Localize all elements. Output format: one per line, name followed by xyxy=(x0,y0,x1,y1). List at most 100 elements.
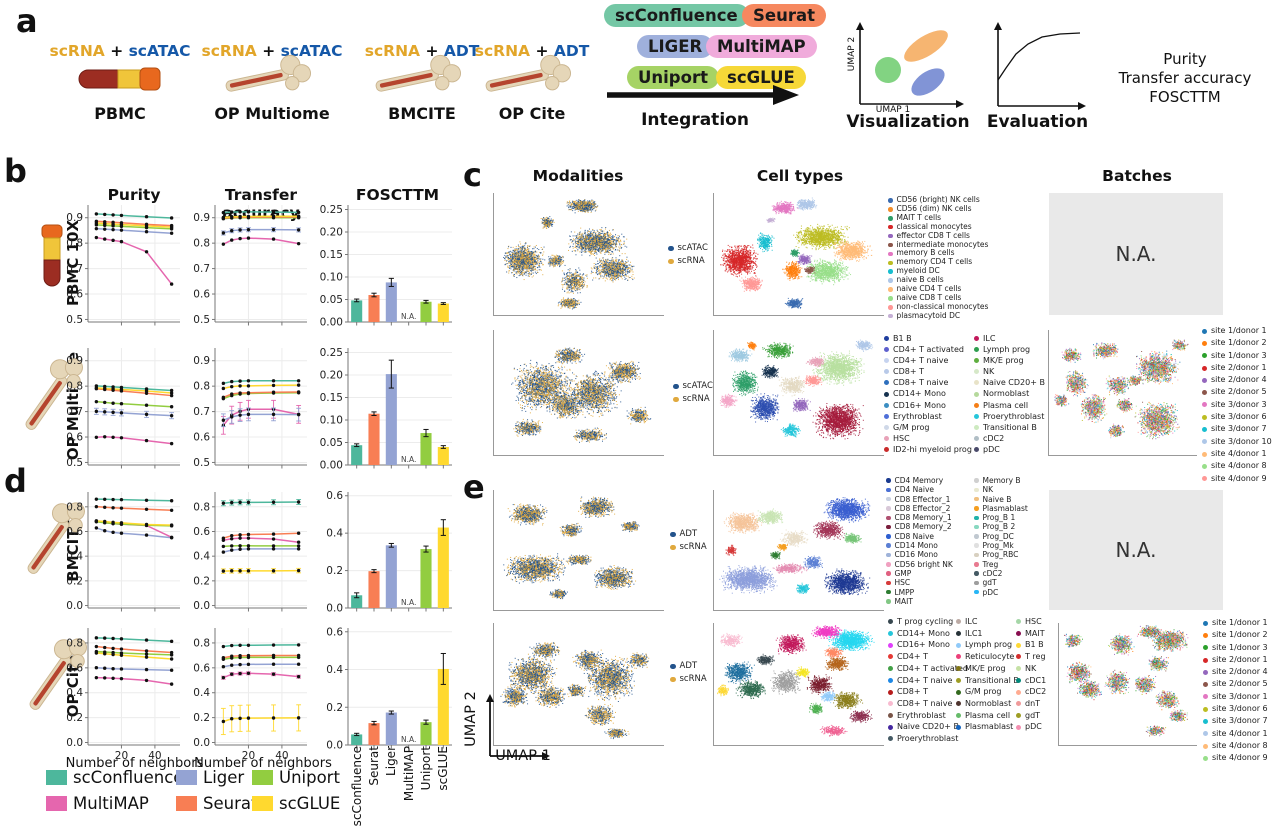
bar-category-label-multimap: MultiMAP xyxy=(401,746,416,802)
legend-item: plasmacytoid DC xyxy=(888,311,988,321)
legend-label: Normoblast xyxy=(983,389,1030,399)
legend-label: Proerythroblast xyxy=(983,411,1045,421)
bone-icon xyxy=(10,342,100,445)
legend-dot-icon xyxy=(673,396,679,403)
legend-label: memory CD4 T cells xyxy=(896,257,973,267)
legend-label: MAIT xyxy=(1025,628,1045,638)
panel-b-label: b xyxy=(4,152,27,190)
svg-text:0.9: 0.9 xyxy=(193,355,210,367)
legend-label: Lymph prog xyxy=(965,640,1013,650)
svg-text:N.A.: N.A. xyxy=(401,735,416,744)
legend-dot-icon xyxy=(974,347,979,353)
bmcite-celltypes-umap xyxy=(713,490,884,611)
legend-dot-icon xyxy=(886,543,891,548)
legend-dot-icon xyxy=(1203,657,1208,663)
legend-label: MultiMAP xyxy=(73,794,149,813)
legend-dot-icon xyxy=(974,478,979,483)
legend-label: cDC2 xyxy=(982,568,1003,578)
legend-dot-icon xyxy=(1202,340,1207,346)
legend-dot-icon xyxy=(673,383,679,390)
legend-dot-icon xyxy=(886,534,891,539)
legend-dot-icon xyxy=(974,562,979,567)
legend-item: CD16+ Mono xyxy=(888,639,968,651)
legend-label: Erythroblast xyxy=(897,710,946,720)
legend-dot-icon xyxy=(670,531,676,538)
legend-item: T reg xyxy=(1016,651,1046,663)
svg-text:0.8: 0.8 xyxy=(193,238,210,250)
metric-transfer: Transfer accuracy xyxy=(1118,69,1252,87)
legend-label: naive CD4 T cells xyxy=(896,284,962,294)
legend-item: B1 B xyxy=(884,333,972,344)
legend-dot-icon xyxy=(1016,666,1021,672)
bone-icon xyxy=(218,49,321,112)
umap-axes-arrows xyxy=(486,694,550,760)
svg-text:0.0: 0.0 xyxy=(66,600,83,612)
svg-text:20: 20 xyxy=(115,750,128,762)
legend-dot-icon xyxy=(1202,439,1207,445)
panel-e-label: e xyxy=(463,468,485,506)
legend-label: Uniport xyxy=(279,768,340,787)
svg-text:0.6: 0.6 xyxy=(193,289,210,301)
legend-item: naive CD4 T cells xyxy=(888,284,988,294)
legend-label: scRNA xyxy=(677,256,705,266)
legend-swatch-icon xyxy=(46,796,67,811)
legend-dot-icon xyxy=(884,358,889,364)
legend-label: CD8+ T naive xyxy=(897,698,953,708)
legend-label: CD56 (dim) NK cells xyxy=(896,203,972,213)
legend-label: cDC1 xyxy=(1025,675,1047,685)
pbmc-modalities-umap xyxy=(493,193,664,316)
legend-item: naive CD8 T cells xyxy=(888,293,988,303)
legend-item: pDC xyxy=(1016,721,1046,733)
x-axis-title-transfer: Number of neighbors xyxy=(194,756,332,771)
legend-label: ID2-hi myeloid prog xyxy=(893,444,972,454)
svg-text:20: 20 xyxy=(242,750,255,762)
legend-item: Proerythroblast xyxy=(888,733,968,745)
legend-dot-icon xyxy=(974,369,979,375)
legend-dot-icon xyxy=(956,619,961,625)
legend-item: site 3/donor 1 xyxy=(1203,691,1268,703)
method-legend-item-scconfluence: scConfluence xyxy=(46,768,183,787)
svg-text:0.0: 0.0 xyxy=(193,600,210,612)
legend-item: cDC1 xyxy=(1016,675,1046,687)
legend-item: site 4/donor 1 xyxy=(1203,728,1268,740)
header-cell-types: Cell types xyxy=(756,167,844,185)
evaluation-sketch xyxy=(994,22,1086,110)
legend-dot-icon xyxy=(1202,427,1207,433)
legend-item: CD16 Mono xyxy=(886,550,953,559)
legend-item: effector CD8 T cells xyxy=(888,231,988,241)
legend-dot-icon xyxy=(1203,645,1208,651)
legend-item: Treg xyxy=(974,560,1028,569)
legend-item: non-classical monocytes xyxy=(888,302,988,312)
legend-item: site 2/donor 5 xyxy=(1202,386,1272,398)
legend-item: ID2-hi myeloid prog xyxy=(884,444,972,455)
pbmc-celltypes-umap xyxy=(713,193,884,316)
legend-label: site 2/donor 4 xyxy=(1212,667,1268,677)
legend-item: site 2/donor 1 xyxy=(1203,654,1268,666)
legend-item: LMPP xyxy=(886,588,953,597)
svg-text:0.0: 0.0 xyxy=(326,740,343,752)
legend-label: B1 B xyxy=(1025,640,1044,650)
legend-label: site 2/donor 5 xyxy=(1212,679,1268,689)
blood-tube-icon xyxy=(78,66,162,96)
legend-item: CD14+ Mono xyxy=(888,628,968,640)
legend-label: CD8+ T xyxy=(897,687,928,697)
legend-label: CD16+ Mono xyxy=(893,400,946,410)
bone-icon xyxy=(478,49,581,112)
legend-dot-icon xyxy=(888,296,893,301)
legend-label: CD8 Effector_1 xyxy=(894,494,951,504)
legend-label: site 3/donor 6 xyxy=(1211,412,1267,422)
svg-text:0.5: 0.5 xyxy=(193,457,210,469)
bmcite-modalities-umap xyxy=(493,490,664,611)
legend-label: ILC xyxy=(965,617,978,626)
legend-dot-icon xyxy=(886,487,891,493)
legend-label: site 4/donor 8 xyxy=(1211,461,1267,471)
legend-dot-icon xyxy=(884,380,889,386)
legend-label: T reg xyxy=(1025,652,1046,662)
legend-dot-icon xyxy=(886,562,891,567)
